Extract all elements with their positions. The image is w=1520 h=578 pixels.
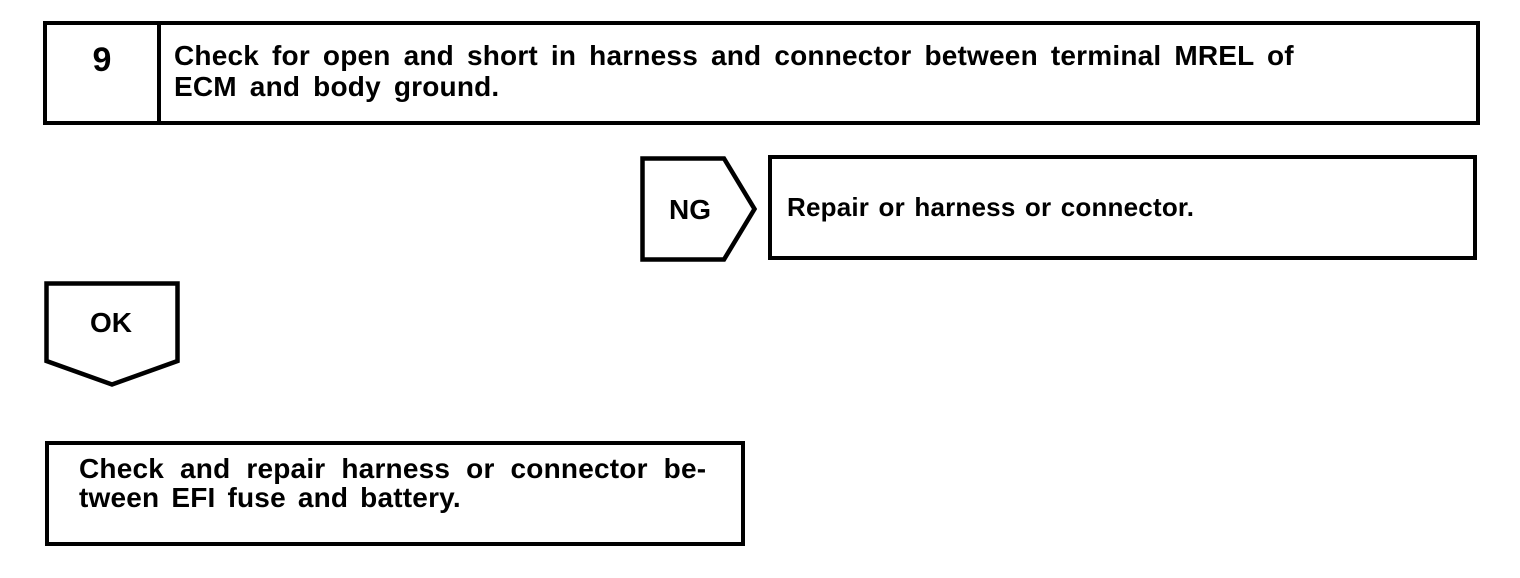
ng-result-text: Repair or harness or connector. [787,192,1195,222]
conclusion-line-2: tween EFI fuse and battery. [79,482,461,513]
conclusion-line-1: Check and repair harness or connector be… [79,453,707,484]
ng-result-box: Repair or harness or connector. [768,155,1477,260]
ng-pentagon-icon: NG [640,156,757,262]
ok-pentagon-icon: OK [44,281,180,387]
ok-pentagon-shape [44,281,180,387]
step-number: 9 [47,25,161,121]
ng-connector: NG [640,156,757,262]
step-instruction-line-1: Check for open and short in harness and … [174,40,1294,71]
ok-connector-label: OK [90,307,132,338]
ok-connector: OK [44,281,180,387]
ng-connector-label: NG [669,194,711,225]
conclusion-box: Check and repair harness or connector be… [45,441,745,546]
step-instruction-line-2: ECM and body ground. [174,71,500,102]
ng-pentagon-shape [640,156,757,262]
step-instruction: Check for open and short in harness and … [161,25,1476,121]
step-box: 9 Check for open and short in harness an… [43,21,1480,125]
